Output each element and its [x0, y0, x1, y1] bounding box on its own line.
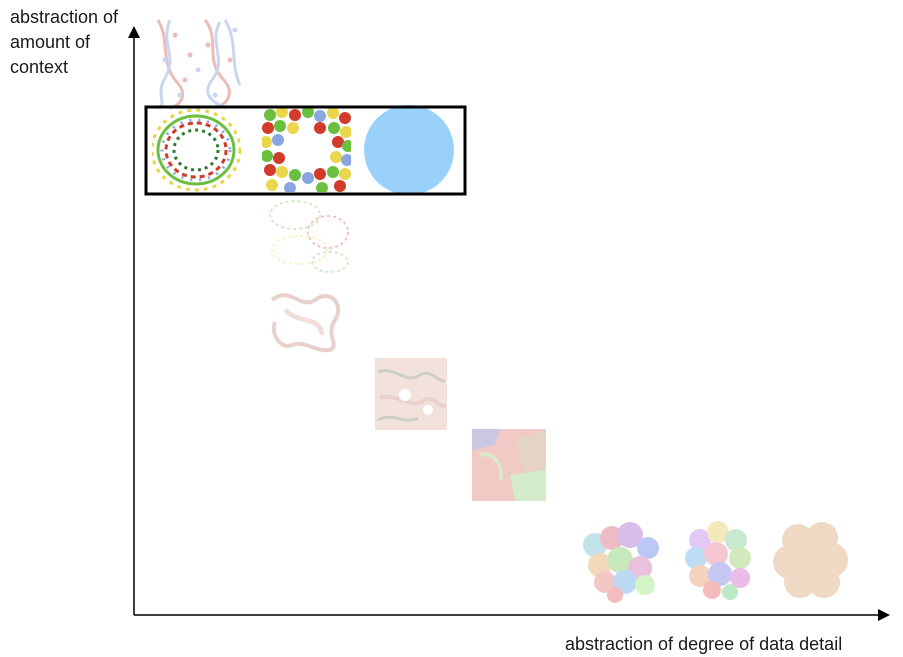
nucleosome-atomic-icon — [152, 108, 241, 192]
y-axis-label-line-2: amount of — [10, 32, 91, 52]
nucleosome-spacefill-icon — [262, 108, 351, 192]
y-axis-label-line-3: context — [10, 57, 69, 77]
y-axis-label: abstraction of amount of context — [10, 5, 170, 80]
chromatin-fiber-icon — [270, 293, 341, 353]
domain-spheres-icon — [685, 521, 751, 600]
sphere-icon — [364, 105, 454, 195]
chromatin-faded-icon — [269, 200, 349, 273]
x-axis-label: abstraction of degree of data detail — [565, 634, 843, 654]
y-axis-label-line-1: abstraction of — [10, 7, 119, 27]
highlight-box — [144, 105, 467, 196]
nucleus-colored-icon — [472, 429, 546, 501]
nucleus-blob-icon — [773, 522, 848, 598]
chromosome-territory-icon — [375, 358, 448, 430]
dna-helix-icon — [156, 19, 242, 110]
domain-cluster-icon — [583, 522, 659, 603]
